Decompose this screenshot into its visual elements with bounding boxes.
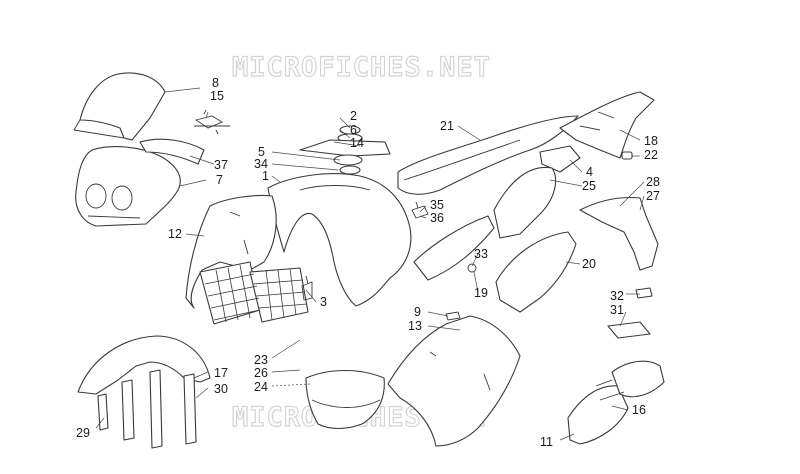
front-mudguard-part xyxy=(77,335,211,395)
callout-24: 24 xyxy=(254,380,268,394)
callout-labels: 8 15 37 7 12 2 6 14 5 34 1 21 18 22 4 25… xyxy=(76,76,660,449)
callout-26: 26 xyxy=(254,366,268,380)
callout-14: 14 xyxy=(350,136,364,150)
tail-fairing-part xyxy=(559,91,655,159)
callout-7: 7 xyxy=(216,173,223,187)
rear-mudguard-part xyxy=(579,196,659,271)
callout-13: 13 xyxy=(408,319,422,333)
callout-31: 31 xyxy=(610,303,624,317)
bracket-part xyxy=(301,275,313,301)
callout-17: 17 xyxy=(214,366,228,380)
reflector-part xyxy=(607,287,653,339)
callout-18: 18 xyxy=(644,134,658,148)
callout-28: 28 xyxy=(646,175,660,189)
fuel-tank-part xyxy=(267,173,412,307)
grommet-part xyxy=(621,151,633,160)
mudguard-brackets-part xyxy=(97,369,197,449)
callout-1: 1 xyxy=(262,169,269,183)
callout-34: 34 xyxy=(254,157,268,171)
callout-22: 22 xyxy=(644,148,658,162)
callout-5: 5 xyxy=(258,145,265,159)
callout-29: 29 xyxy=(76,426,90,440)
windscreen-part xyxy=(73,72,166,141)
small-plate-part xyxy=(445,311,461,321)
callout-4: 4 xyxy=(586,165,593,179)
side-panel-part xyxy=(185,194,277,309)
frame-cover-part xyxy=(493,145,581,239)
callout-33: 33 xyxy=(474,247,488,261)
callout-2: 2 xyxy=(350,109,357,123)
leader-lines xyxy=(95,87,645,441)
callout-36: 36 xyxy=(430,211,444,225)
callout-37: 37 xyxy=(214,158,228,172)
callout-15: 15 xyxy=(210,89,224,103)
callout-32: 32 xyxy=(610,289,624,303)
callout-3: 3 xyxy=(320,295,327,309)
callout-16: 16 xyxy=(632,403,646,417)
right-side-cover-part xyxy=(495,231,577,313)
watermark-top: MICROFICHES.NET xyxy=(232,52,491,83)
callout-25: 25 xyxy=(582,179,596,193)
callout-27: 27 xyxy=(646,189,660,203)
screw-set-part xyxy=(194,109,230,135)
inner-trim-part xyxy=(139,138,205,165)
callout-9: 9 xyxy=(414,305,421,319)
seat-part xyxy=(397,115,579,195)
callout-35: 35 xyxy=(430,198,444,212)
callout-30: 30 xyxy=(214,382,228,396)
callout-6: 6 xyxy=(350,123,357,137)
silencer-part xyxy=(567,360,665,445)
chin-spoiler-part xyxy=(305,369,385,430)
tank-cap-part xyxy=(299,125,391,175)
headlight-fairing-part xyxy=(75,146,181,227)
clip-part xyxy=(411,201,429,219)
callout-8: 8 xyxy=(212,76,219,90)
left-side-cover-part xyxy=(413,215,495,281)
callout-23: 23 xyxy=(254,353,268,367)
lower-fairing-part xyxy=(387,315,521,447)
callout-21: 21 xyxy=(440,119,454,133)
radiator-grille-part xyxy=(199,261,309,325)
callout-19: 19 xyxy=(474,286,488,300)
callout-12: 12 xyxy=(168,227,182,241)
callout-20: 20 xyxy=(582,257,596,271)
callout-11: 11 xyxy=(540,435,553,449)
